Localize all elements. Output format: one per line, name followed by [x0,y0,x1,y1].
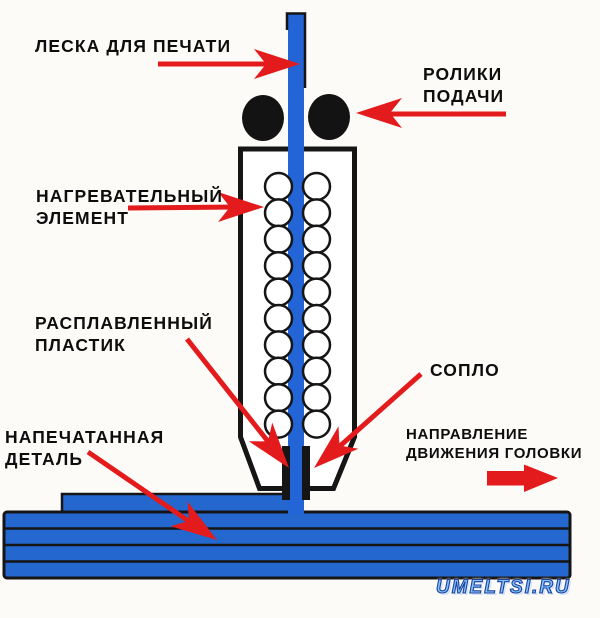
label-printed-part-line1: НАПЕЧАТАННАЯ [5,427,165,447]
feed-roller-left [242,95,284,141]
label-nozzle: СОПЛО [430,360,500,380]
heater-coil-left [263,171,294,439]
coil-circle [301,171,332,202]
filament-tip-outline [285,12,307,88]
molten-arrow-line [185,337,272,446]
label-molten-plastic: РАСПЛАВЛЕННЫЙ ПЛАСТИК [35,313,213,356]
nozzle-wall-left [282,446,290,500]
coil-circle [301,198,332,228]
heater-coil-right [301,171,332,439]
nozzle-arrow-line [338,372,423,448]
coil-circle [263,382,294,413]
coil-circle [301,409,332,439]
heater-arrow-line [127,204,239,211]
printed-arrow-line [86,449,192,525]
label-feed-rollers-line1: РОЛИКИ [423,64,503,84]
coil-circle [263,277,294,307]
label-feed-rollers-line2: ПОДАЧИ [423,85,505,106]
feed-roller-right [308,94,350,140]
coil-circle [301,250,332,281]
coil-circle [263,409,294,439]
coil-circle [301,303,332,334]
label-molten-plastic-line2: ПЛАСТИК [35,334,126,355]
coil-circle [301,356,332,387]
coil-circle [263,250,294,281]
head-direction-arrow [487,464,558,492]
coil-circle [301,277,332,307]
label-feed-rollers: РОЛИКИ ПОДАЧИ [423,64,504,107]
label-head-direction: НАПРАВЛЕНИЕ ДВИЖЕНИЯ ГОЛОВКИ [406,426,582,463]
coil-circle [263,330,294,360]
coil-circle [263,171,294,202]
nozzle-wall-right [302,446,310,500]
callout-arrows [86,49,558,553]
label-head-direction-line2: ДВИЖЕНИЯ ГОЛОВКИ [406,444,583,462]
coil-circle [263,198,294,228]
label-molten-plastic-line1: РАСПЛАВЛЕННЫЙ [35,313,213,333]
coil-circle [263,356,294,387]
coil-circle [263,303,294,334]
coil-circle [301,330,332,360]
label-head-direction-line1: НАПРАВЛЕНИЕ [406,426,529,443]
label-filament: ЛЕСКА ДЛЯ ПЕЧАТИ [35,36,232,56]
label-heating-element: НАГРЕВАТЕЛЬНЫЙ ЭЛЕМЕНТ [36,186,223,229]
label-heating-element-line2: ЭЛЕМЕНТ [36,207,130,228]
filament-strand [288,13,304,514]
watermark: UMELTSI.RU [435,576,571,598]
printed-layer-top [60,492,292,514]
label-printed-part: НАПЕЧАТАННАЯ ДЕТАЛЬ [5,427,164,470]
coil-circle [301,224,332,255]
coil-circle [263,224,294,255]
label-heating-element-line1: НАГРЕВАТЕЛЬНЫЙ [36,186,224,206]
coil-circle [301,382,332,413]
label-printed-part-line2: ДЕТАЛЬ [5,448,84,469]
